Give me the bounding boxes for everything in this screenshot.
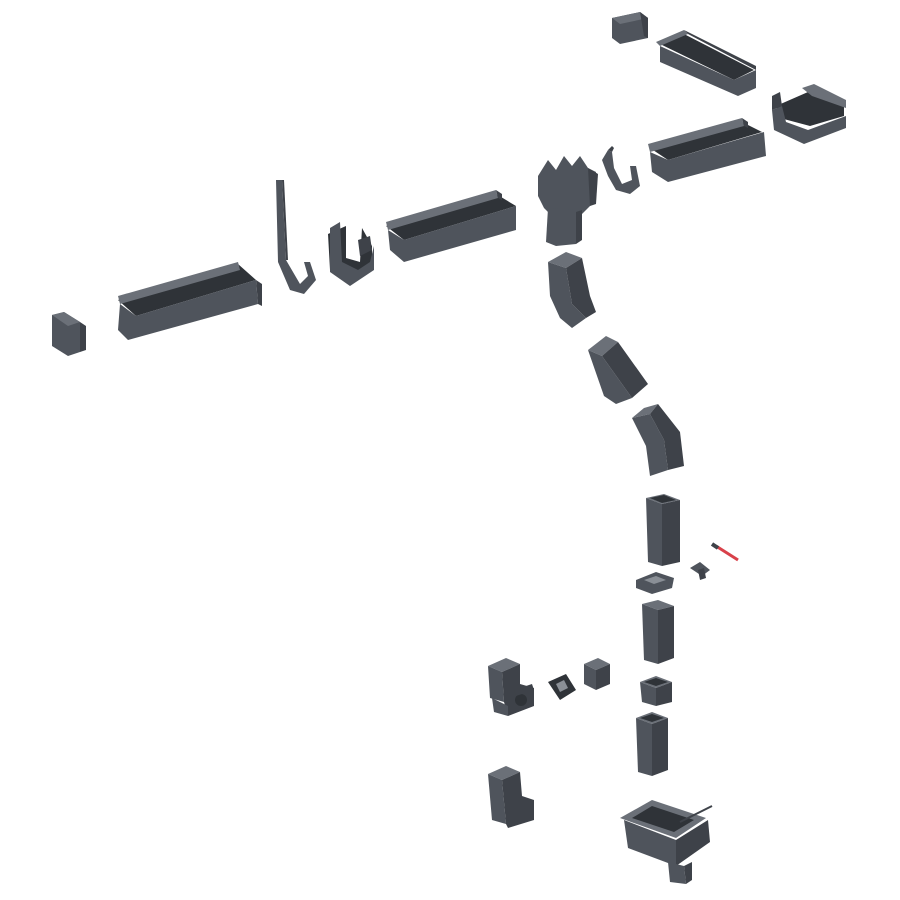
downpipe-screw (710, 542, 739, 562)
gutter-end-cap-top (612, 12, 648, 44)
downpipe-elbow-upper (548, 252, 596, 328)
downpipe-pipe-upper (646, 494, 680, 566)
gutter-channel-long-left (118, 262, 262, 340)
gutter-hanger-short (602, 146, 640, 194)
gutter-channel-top (656, 30, 756, 96)
gutter-hanger-long (276, 180, 316, 294)
downpipe-elbow-lower (632, 404, 684, 476)
rainwater-drain-box (620, 800, 713, 884)
gutter-connector-bracket (328, 222, 374, 286)
downpipe-offset-segment (588, 336, 648, 404)
gutter-channel-middle (386, 190, 516, 262)
downpipe-pipe-lower (636, 712, 668, 776)
gutter-end-cap-left (52, 312, 86, 356)
gutter-corner-piece (772, 84, 846, 144)
downpipe-clamp-pin (690, 562, 710, 580)
downpipe-pipe-middle (642, 600, 674, 664)
downpipe-connector-short (640, 676, 672, 706)
downpipe-rubber-seal (548, 674, 576, 700)
gutter-outlet-funnel (538, 156, 598, 246)
gutter-channel-right (648, 118, 766, 182)
downpipe-clamp (636, 572, 674, 594)
downpipe-shoe-outlet (488, 766, 534, 828)
downpipe-cap (584, 658, 610, 690)
rainwater-collector-box (514, 684, 534, 696)
